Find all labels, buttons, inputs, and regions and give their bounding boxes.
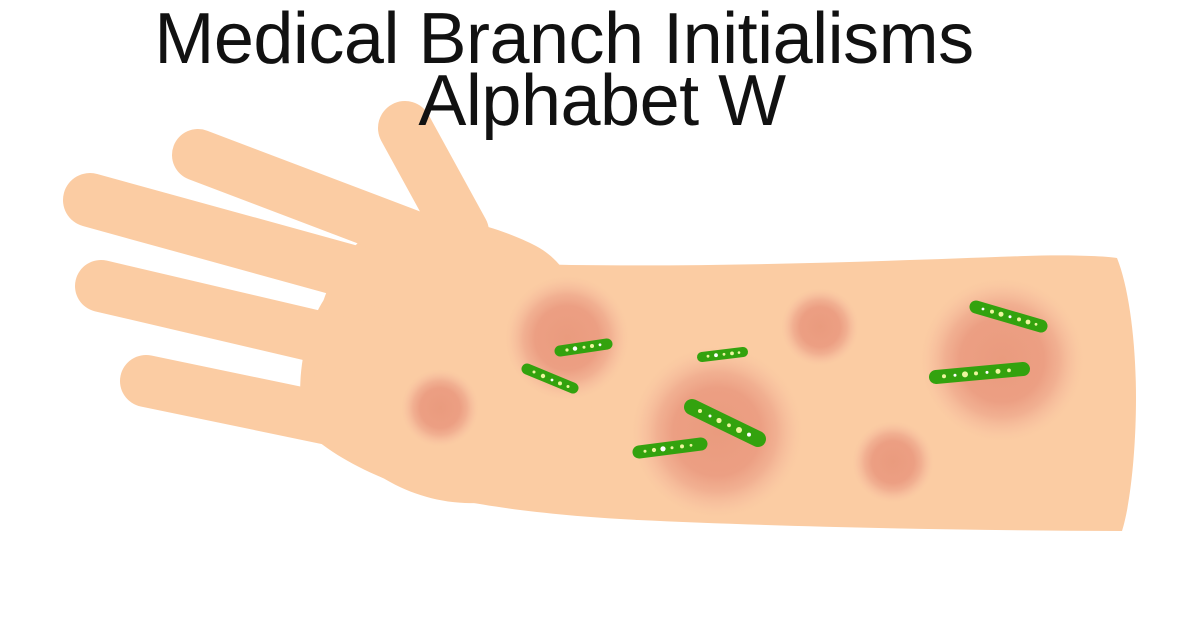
rash-spot [851,420,935,504]
rash-spot [780,287,860,367]
fingers [63,101,509,456]
finger-thumb [378,101,489,259]
page-title-line1: Medical Branch Initialisms [154,0,974,79]
page-title: Medical Branch Initialisms Alphabet W [0,0,1200,141]
finger-middle [63,173,509,335]
rash-spot [400,368,480,448]
finger-index [172,129,506,288]
bacterium-rod [684,399,766,447]
bacteria-dots [532,307,1038,453]
page-title-line2: Alphabet W [418,61,786,141]
finger-ring [75,260,494,398]
finger-pinky [120,355,408,456]
rash-spot [918,276,1086,444]
rash-spots [400,274,1086,520]
rash-spot [629,344,805,520]
